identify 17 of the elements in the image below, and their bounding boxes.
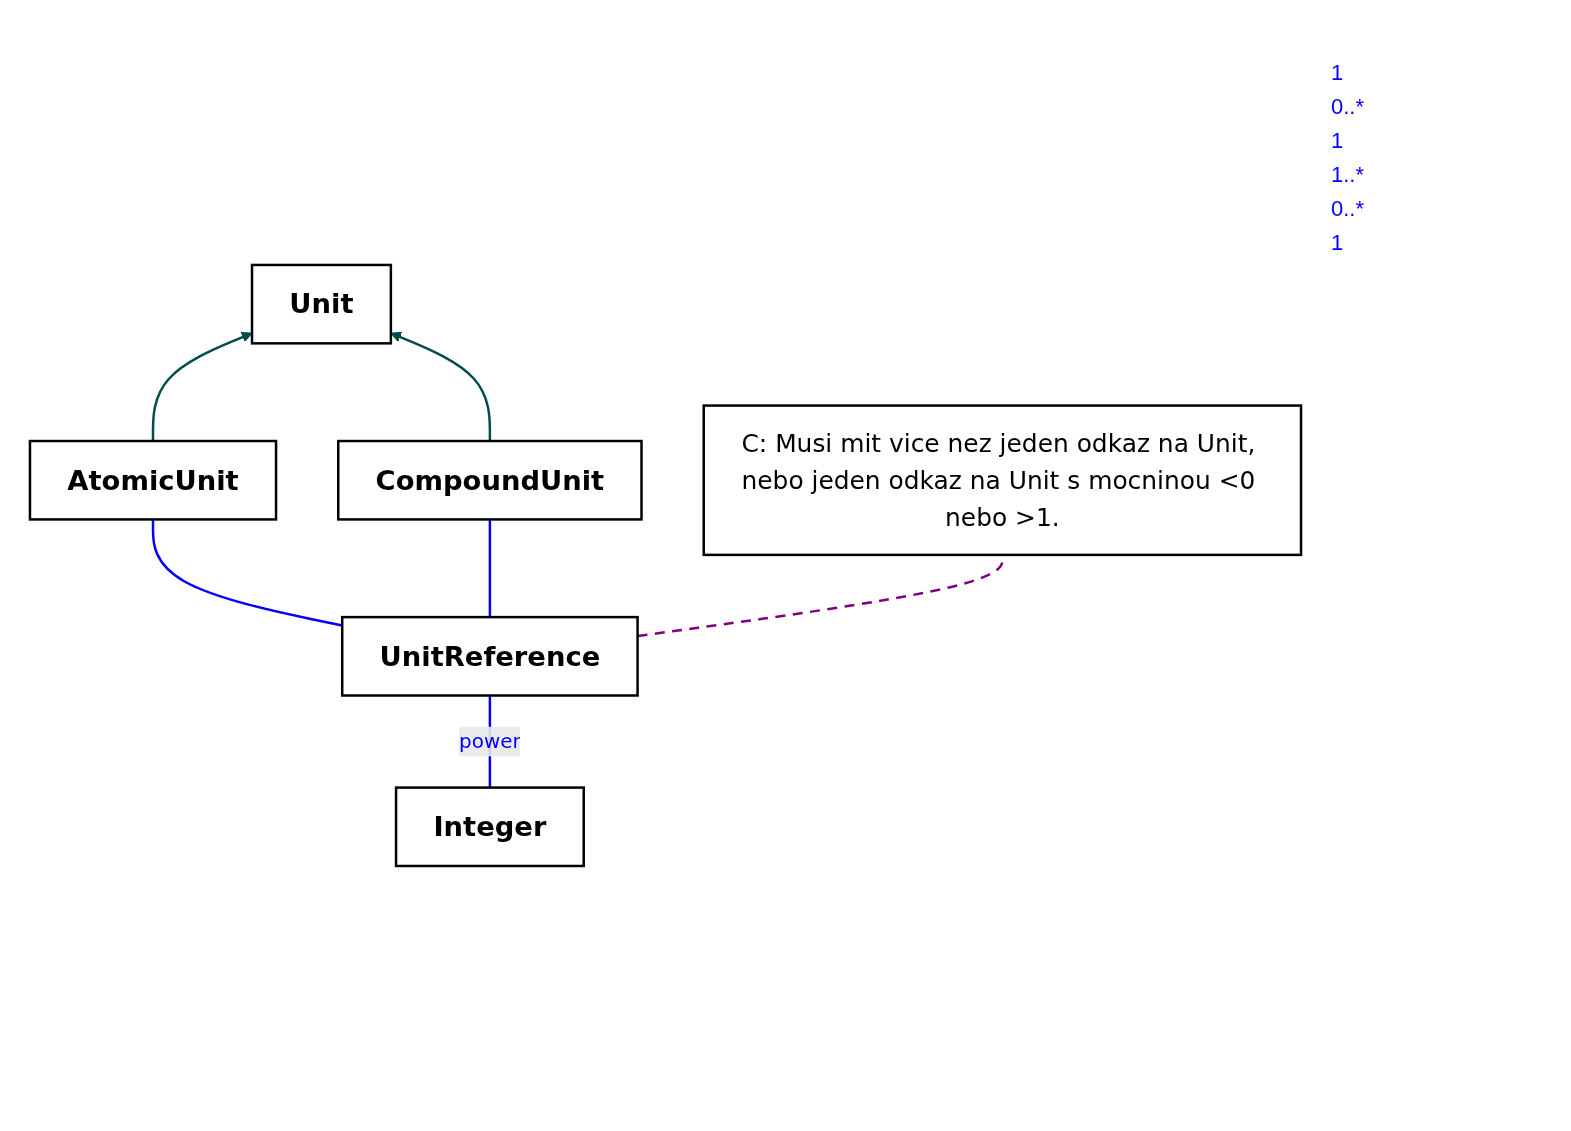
multiplicity-label: 0..* — [1331, 94, 1366, 120]
arrow — [151, 331, 253, 442]
multiplicity-label: 1 — [1331, 230, 1345, 256]
multiplicity-label: 1 — [1331, 128, 1345, 154]
node-box: AtomicUnit — [28, 439, 278, 521]
node-box: Unit — [250, 263, 393, 345]
node-box: C: Musi mit vice nez jeden odkaz na Unit, nebo jeden odkaz na Unit s mocninou <0 nebo >1. — [702, 404, 1303, 557]
multiplicity-label: 1..* — [1331, 162, 1366, 188]
connector — [151, 519, 343, 627]
node-box: CompoundUnit — [337, 439, 643, 521]
multiplicity-label: 1 — [1331, 60, 1345, 86]
connector — [488, 519, 492, 618]
multiplicity-label: 0..* — [1331, 196, 1366, 222]
node-box: UnitReference — [340, 615, 639, 697]
node-box: Integer — [394, 786, 585, 868]
arrow — [390, 331, 492, 442]
edge-label: power — [459, 729, 521, 753]
